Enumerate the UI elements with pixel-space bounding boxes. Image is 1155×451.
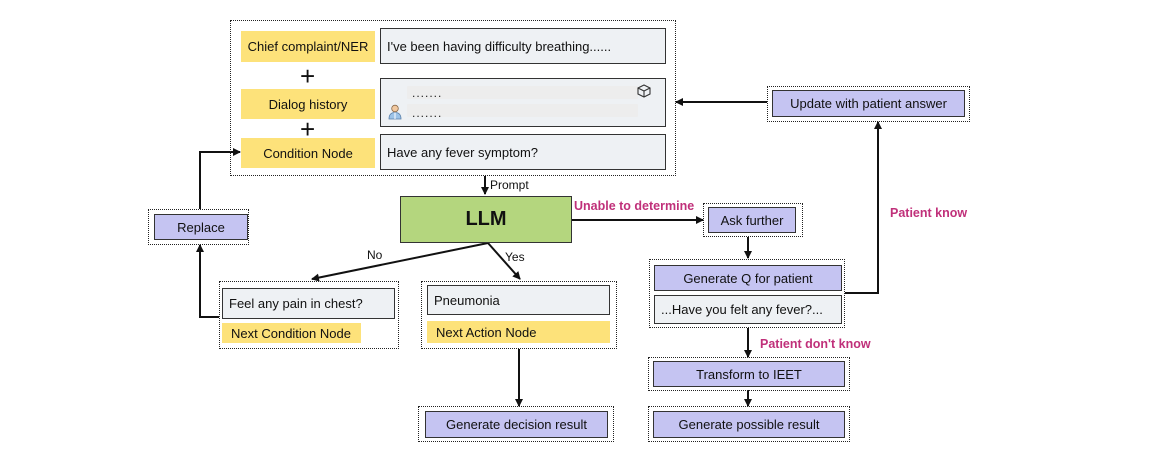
dialog-text-2: .......: [412, 106, 443, 120]
yes-edge-label: Yes: [505, 250, 525, 264]
update-frame: [767, 86, 970, 122]
dialog-history-label: Dialog history: [241, 89, 375, 119]
unable-edge-label: Unable to determine: [574, 199, 695, 213]
ask-further-node: Ask further: [708, 207, 796, 233]
transform-frame: [648, 357, 850, 391]
no-edge-label: No: [367, 248, 383, 262]
generate-q-node: Generate Q for patient: [654, 265, 842, 291]
chief-complaint-text: I've been having difficulty breathing...…: [380, 28, 666, 64]
doctor-avatar-icon: [388, 104, 402, 120]
no-branch-frame: [219, 281, 399, 349]
decision-result-frame: [418, 406, 614, 442]
question-text-box: ...Have you felt any fever?...: [654, 295, 842, 324]
generate-q-frame: [649, 259, 845, 328]
prompt-edge-label: Prompt: [490, 178, 529, 192]
dialog-line-user: [407, 104, 638, 117]
yes-branch-answer: Pneumonia: [427, 285, 610, 315]
patient-know-edge-label: Patient know: [890, 206, 968, 220]
patient-dont-know-edge-label: Patient don't know: [760, 337, 871, 351]
condition-node-text: Have any fever symptom?: [380, 134, 666, 170]
next-action-node-label: Next Action Node: [427, 321, 610, 343]
next-condition-node-label: Next Condition Node: [222, 323, 361, 343]
arrow-replace-condition: [199, 148, 241, 209]
replace-frame: [148, 209, 249, 245]
prompt-panel: [230, 20, 676, 176]
dialog-line-bot: [407, 86, 638, 99]
generate-possible-result-node: Generate possible result: [653, 411, 845, 438]
chief-complaint-label: Chief complaint/NER: [241, 31, 375, 62]
dialog-text-1: .......: [412, 86, 443, 100]
arrow-yes: [487, 242, 521, 280]
plus-icon: +: [300, 114, 316, 144]
generate-decision-result-node: Generate decision result: [425, 411, 608, 438]
arrow-patient-know: [845, 121, 882, 294]
replace-node: Replace: [154, 214, 248, 240]
arrow-no: [311, 242, 489, 282]
possible-result-frame: [648, 406, 850, 442]
transform-ieet-node: Transform to IEET: [653, 361, 845, 387]
yes-branch-frame: [421, 281, 617, 349]
ask-further-frame: [703, 203, 803, 237]
condition-node-label: Condition Node: [241, 138, 375, 168]
no-branch-question: Feel any pain in chest?: [222, 288, 395, 319]
update-patient-answer-node: Update with patient answer: [772, 90, 965, 117]
llm-node: LLM: [400, 196, 572, 243]
plus-icon: +: [300, 61, 316, 91]
arrow-no-replace: [196, 244, 219, 318]
robot-icon: [637, 84, 651, 98]
